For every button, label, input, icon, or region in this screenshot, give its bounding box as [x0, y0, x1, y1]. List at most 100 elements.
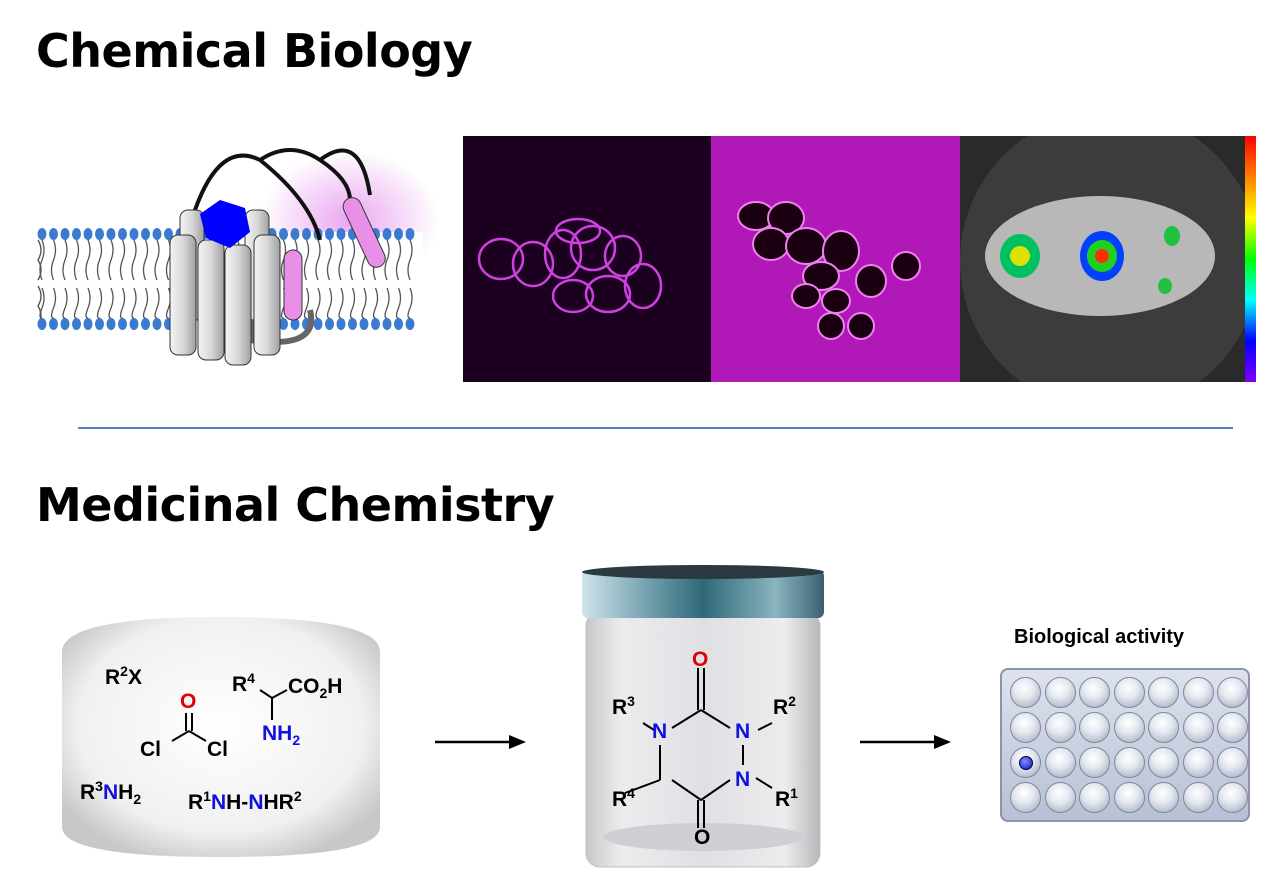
plate-well	[1010, 747, 1041, 778]
lipid-head	[118, 228, 127, 240]
lipid-head	[129, 228, 139, 240]
lipid-head	[37, 318, 47, 330]
in-vivo-imaging-mouse	[960, 136, 1245, 382]
formula-segment: R	[188, 791, 204, 814]
formula-segment: R	[232, 673, 248, 696]
formula-segment: N	[102, 781, 119, 804]
phosgene-chlorine: Cl	[207, 738, 228, 762]
formula-segment: N	[652, 720, 668, 743]
helix-bundle	[169, 209, 281, 366]
formula-segment: H	[327, 675, 343, 698]
plate-well	[1148, 782, 1179, 813]
lipid-head	[72, 228, 81, 240]
product-r2: R2	[773, 693, 796, 720]
reagent-primary-amine: R3NH2	[80, 778, 141, 807]
formula-segment: 2	[293, 788, 302, 804]
reagent-pool-cylinder	[62, 617, 380, 857]
lipid-head	[290, 228, 300, 240]
lipid-head	[129, 318, 139, 330]
lipid-head	[394, 228, 403, 240]
lipid-head	[348, 318, 357, 330]
formula-segment: O	[692, 648, 709, 671]
lipid-head	[106, 318, 116, 330]
lipid-head	[371, 318, 380, 330]
amino-acid-carboxyl: CO2H	[288, 675, 342, 701]
lipid-head	[83, 228, 93, 240]
reaction-arrow	[435, 735, 526, 749]
plate-well	[1217, 782, 1248, 813]
formula-segment: R	[105, 666, 121, 689]
formula-segment: 2	[133, 791, 142, 808]
lipid-head	[279, 318, 288, 330]
formula-segment: HR	[263, 791, 294, 814]
plate-well	[1182, 677, 1214, 708]
protein-loop	[193, 148, 352, 241]
section-title-medicinal-chemistry: Medicinal Chemistry	[36, 478, 555, 532]
plate-well	[1217, 747, 1248, 778]
lipid-head	[290, 318, 300, 330]
lipid-head	[164, 228, 173, 240]
lipid-head	[83, 318, 93, 330]
lipid-head	[359, 318, 369, 330]
lipid-head	[279, 228, 288, 240]
lipid-head	[405, 228, 415, 240]
formula-segment: N	[248, 791, 264, 814]
product-r1: R1	[775, 785, 798, 812]
formula-segment: R	[612, 696, 628, 719]
plate-well	[1079, 712, 1110, 743]
lipid-head	[302, 228, 311, 240]
plate-well	[1079, 782, 1110, 813]
lipid-head	[313, 318, 323, 330]
screening-arrow	[860, 735, 951, 749]
formula-segment: O	[694, 826, 711, 849]
lipid-head	[37, 228, 47, 240]
formula-segment: 3	[95, 778, 103, 794]
formula-segment: O	[180, 690, 197, 713]
phosgene-bonds	[171, 713, 207, 742]
product-nitrogen: N	[735, 768, 750, 792]
lipid-head	[382, 318, 392, 330]
lipid-head	[336, 228, 346, 240]
microscopy-image-cells-stained	[711, 136, 960, 382]
phosgene-oxygen: O	[180, 690, 196, 714]
plate-well	[1217, 677, 1248, 708]
formula-segment: 4	[627, 785, 635, 801]
plate-well	[1182, 747, 1214, 778]
amino-acid-bonds	[259, 689, 288, 720]
formula-segment: CO	[288, 675, 320, 698]
reagent-hydrazine: R1NH-NHR2	[188, 788, 302, 815]
lipid-head	[118, 318, 127, 330]
pink-probe-helix	[283, 249, 303, 321]
plate-well	[1010, 677, 1041, 708]
lipid-head	[325, 318, 334, 330]
phosgene-chlorine: Cl	[140, 738, 161, 762]
lipid-head	[382, 228, 392, 240]
section-divider	[78, 427, 1233, 429]
lipid-head	[72, 318, 81, 330]
formula-segment: X	[127, 666, 142, 689]
formula-segment: NH	[262, 722, 293, 745]
formula-segment: H	[118, 781, 134, 804]
intensity-color-scale	[1245, 136, 1256, 382]
formula-segment: 3	[627, 693, 635, 709]
triazinedione-bonds	[624, 668, 773, 828]
pink-probe-helix	[342, 197, 386, 268]
microscopy-image-cells-membrane	[463, 136, 711, 382]
plate-well	[1182, 782, 1214, 813]
product-r4: R4	[612, 785, 635, 812]
formula-segment: Cl	[140, 738, 161, 761]
plate-well	[1079, 677, 1110, 708]
formula-segment: 4	[247, 670, 255, 686]
plate-well	[1148, 712, 1179, 743]
lipid-head	[336, 318, 346, 330]
product-nitrogen: N	[652, 720, 667, 744]
product-r3: R3	[612, 693, 635, 720]
lipid-head	[141, 318, 150, 330]
product-nitrogen: N	[735, 720, 750, 744]
plate-well	[1113, 747, 1145, 778]
section-title-chemical-biology: Chemical Biology	[36, 24, 473, 78]
plate-well	[1148, 747, 1179, 778]
compound-library-jar	[582, 565, 824, 868]
lipid-head	[152, 228, 162, 240]
biological-activity-label: Biological activity	[1014, 626, 1185, 648]
